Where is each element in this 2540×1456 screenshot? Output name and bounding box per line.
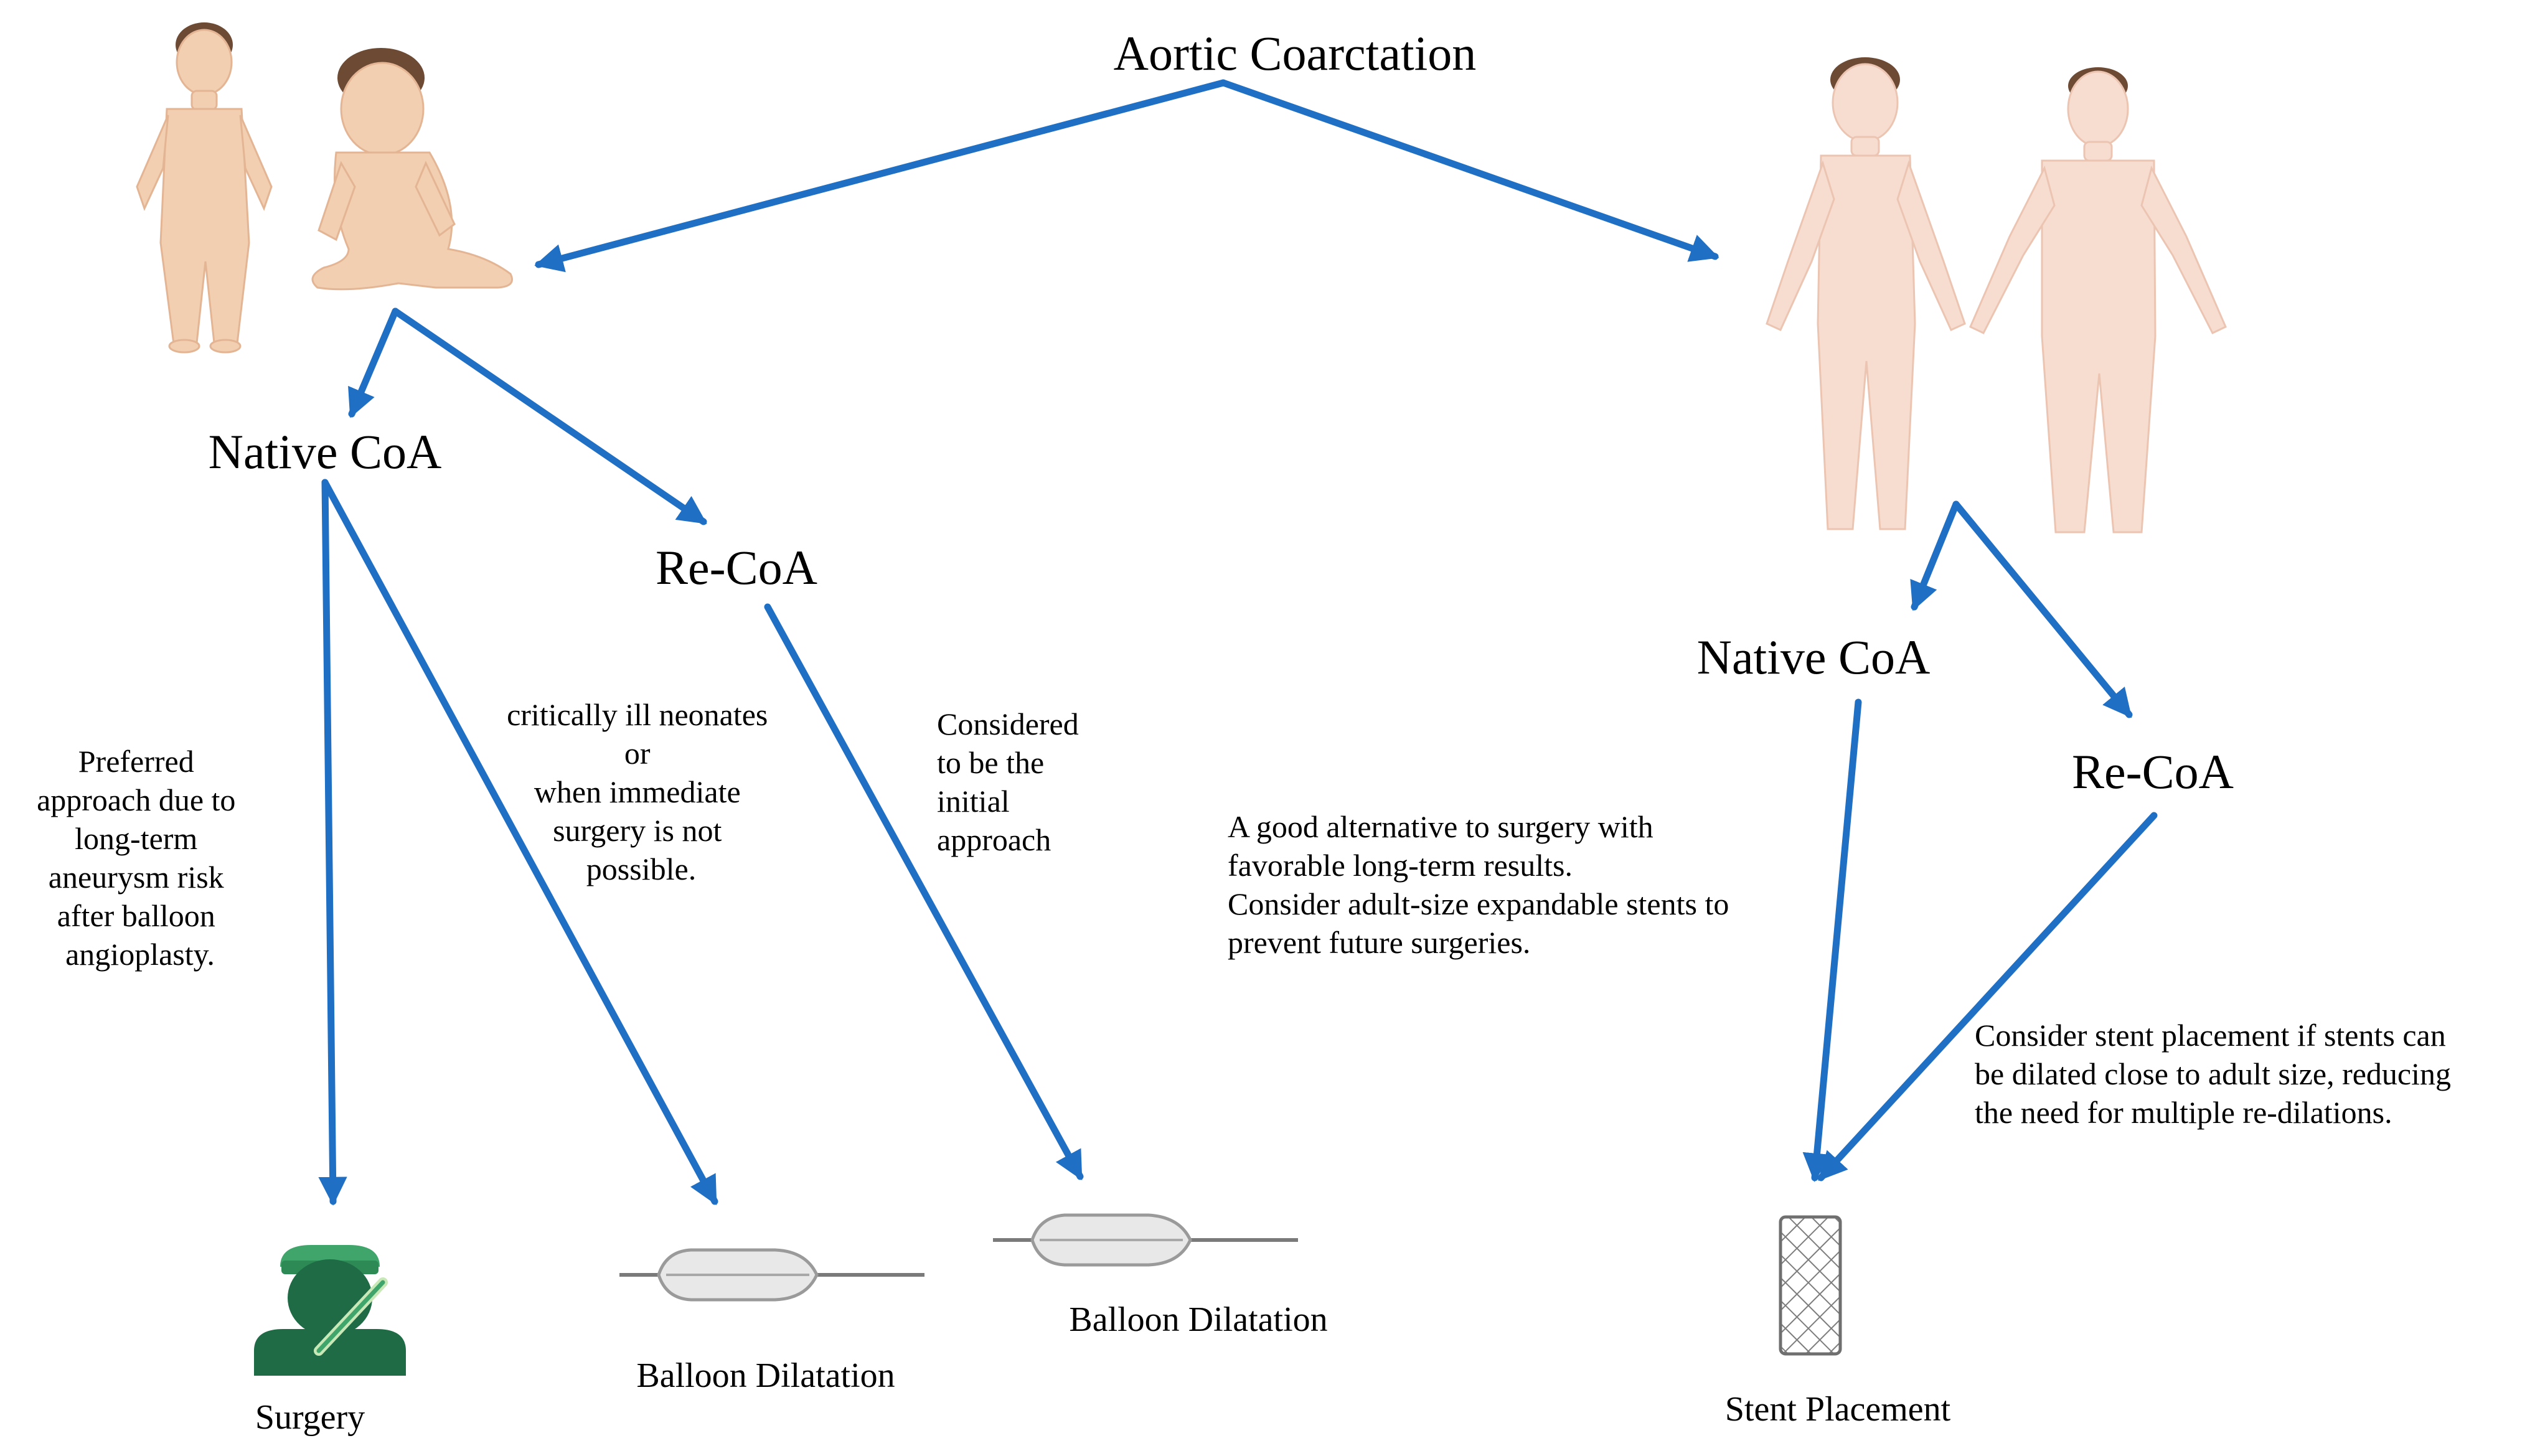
balloon-catheter-icon <box>993 1213 1298 1267</box>
arrow-native-to-surgery <box>318 479 347 1206</box>
arrow-to-adult <box>1220 79 1719 262</box>
note-adult-recoa: Consider stent placement if stents can b… <box>1975 1018 2459 1130</box>
arrow-recoa-to-balloon <box>764 603 1084 1181</box>
arrow-to-pediatric-native <box>348 308 399 418</box>
outcome-stent-placement-label: Stent Placement <box>1725 1390 1951 1429</box>
arrow-to-pediatric <box>534 79 1227 273</box>
balloon-catheter-icon <box>619 1248 924 1302</box>
outcome-balloon-dilatation-label-2: Balloon Dilatation <box>1069 1300 1327 1339</box>
baby-figure-icon <box>311 48 513 291</box>
outcome-balloon-dilatation-label-1: Balloon Dilatation <box>636 1356 895 1395</box>
surgeon-icon <box>254 1245 406 1376</box>
adult-recoa-label: Re-CoA <box>2072 744 2234 799</box>
adult-native-coa-label: Native CoA <box>1697 630 1931 684</box>
outcome-surgery-label: Surgery <box>255 1398 365 1437</box>
note-balloon-native: critically ill neonates or when immediat… <box>507 697 776 886</box>
note-balloon-recoa: Considered to be the initial approach <box>937 707 1086 857</box>
note-surgery: Preferred approach due to long-term aneu… <box>37 744 243 972</box>
arrow-adult-recoa-to-stent <box>1817 812 2158 1181</box>
pediatric-native-coa-label: Native CoA <box>209 425 442 479</box>
boy-figure-icon <box>1766 57 1966 530</box>
arrow-adult-native-to-stent <box>1802 698 1862 1182</box>
child-figure-icon <box>136 22 273 354</box>
man-figure-icon <box>1969 67 2227 533</box>
note-adult-native: A good alternative to surgery with favor… <box>1228 809 1737 960</box>
arrow-to-adult-recoa <box>1952 500 2133 718</box>
arrow-to-pediatric-recoa <box>392 308 707 525</box>
arrow-native-to-balloon <box>321 479 718 1206</box>
arrow-to-adult-native <box>1910 500 1960 611</box>
diagram-title: Aortic Coarctation <box>1114 26 1477 80</box>
pediatric-recoa-label: Re-CoA <box>656 540 817 594</box>
stent-icon <box>1779 1215 1842 1356</box>
